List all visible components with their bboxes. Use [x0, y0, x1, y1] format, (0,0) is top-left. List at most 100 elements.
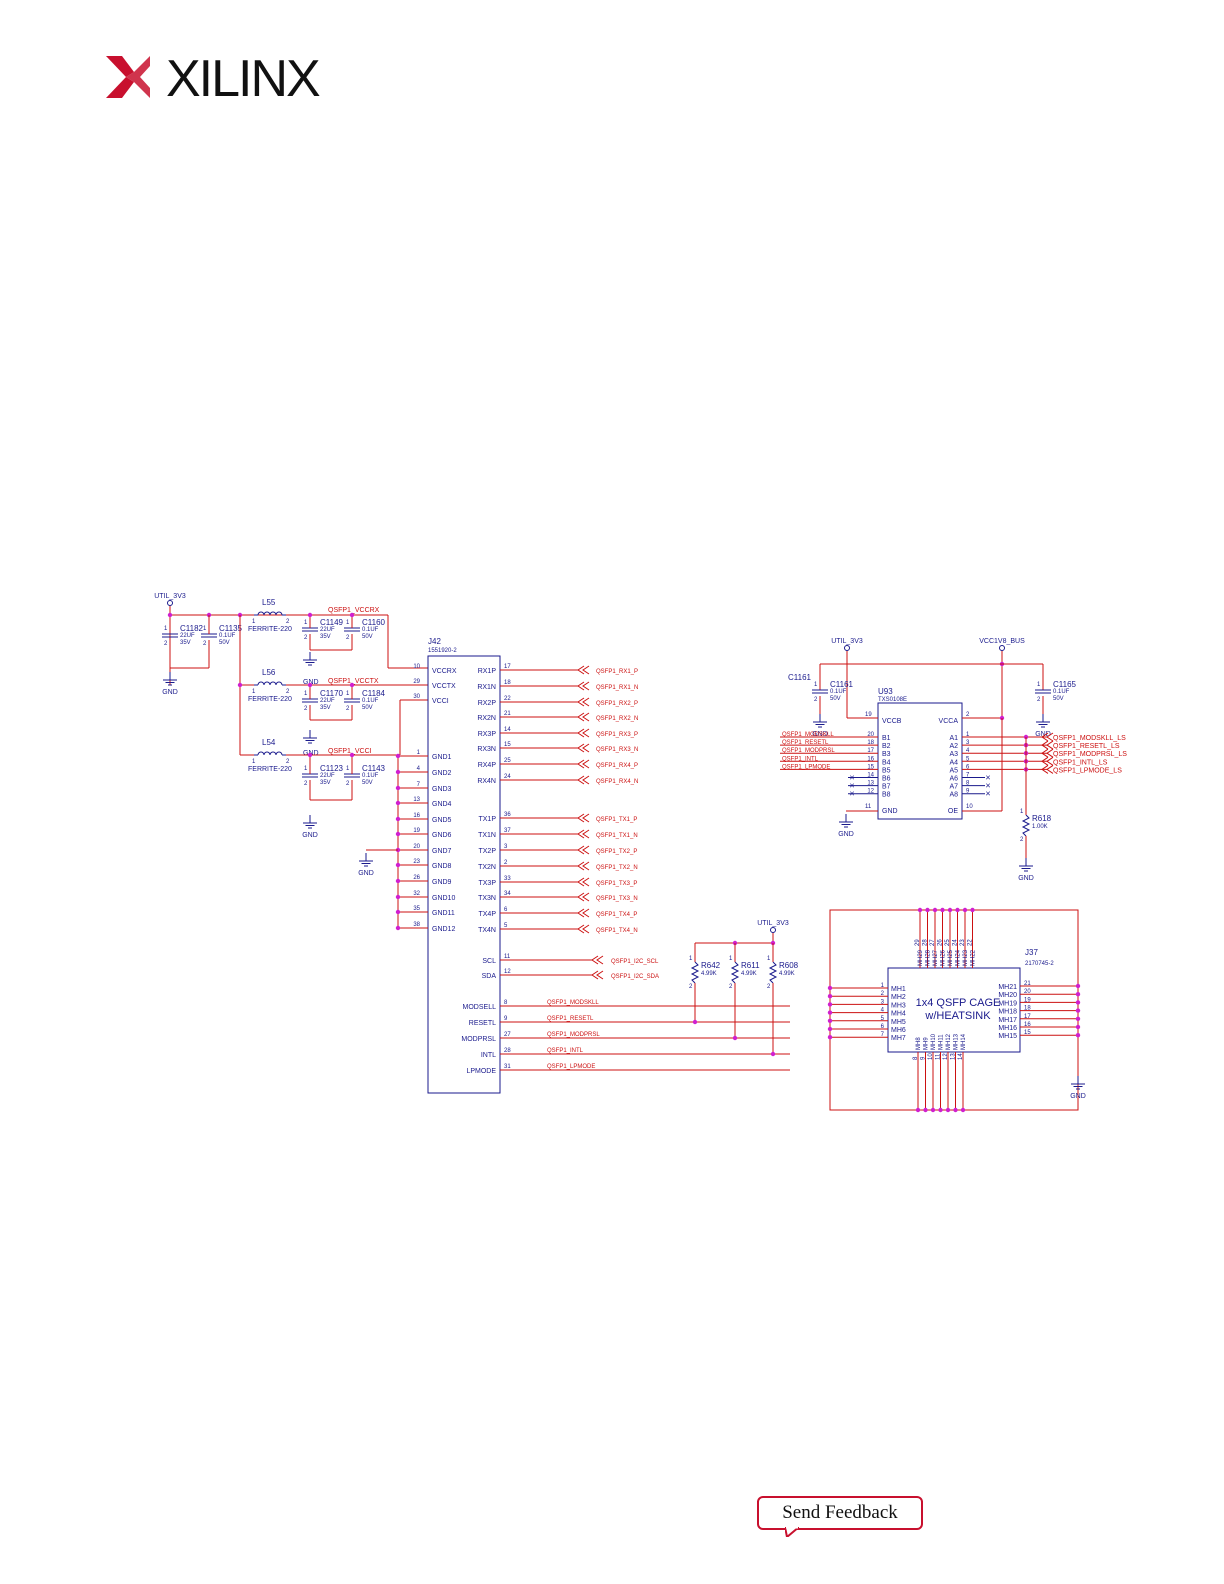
offpage-connector: [577, 892, 590, 902]
junction-dot: [1075, 1008, 1081, 1013]
c1161-pin2: 2: [814, 697, 818, 703]
net-rx3p: QSFP1_RX3_P: [596, 732, 638, 738]
junction-dot: [932, 907, 938, 913]
net-scl: QSFP1_I2C_SCL: [611, 959, 659, 965]
junction-dot: [1075, 1000, 1081, 1005]
c1160-ref: C1160: [362, 618, 386, 627]
c1160-pin2: 2: [346, 635, 350, 641]
c1170-pin1: 1: [304, 691, 308, 697]
send-feedback-button[interactable]: Send Feedback: [757, 1496, 923, 1530]
j42-pin-num: 37: [504, 828, 511, 834]
c1161-pin1: 1: [814, 682, 818, 688]
no-connect: ×: [849, 781, 854, 791]
c1135-volt: 50V: [219, 640, 230, 646]
u93-pin-name: A4: [949, 759, 958, 766]
j37-pin-name: MH13: [954, 1033, 960, 1050]
c1143-volt: 50V: [362, 780, 373, 786]
c1165-pin1: 1: [1037, 682, 1041, 688]
c1182-volt: 35V: [180, 640, 191, 646]
junction-dot: [349, 752, 355, 758]
j42-pin-num: 9: [504, 1016, 508, 1022]
j42-pin-name: TX2P: [478, 848, 496, 855]
offpage-connector: [1041, 764, 1054, 774]
l55-pin2: 2: [286, 619, 290, 625]
r611-value: 4.99K: [741, 971, 757, 977]
u93-pin-name: B5: [882, 767, 891, 774]
net-b: QSFP1_MODSKLL: [782, 732, 834, 738]
j42-pin-num: 7: [417, 782, 421, 788]
offpage-connector: [577, 743, 590, 753]
j42-pin-name: INTL: [481, 1052, 496, 1059]
net-rx4p: QSFP1_RX4_P: [596, 763, 638, 769]
gnd-label: GND: [162, 689, 178, 696]
c1135-value: 0.1UF: [219, 633, 236, 639]
net-a: QSFP1_MODSKLL_LS: [1053, 735, 1126, 742]
net-rx4n: QSFP1_RX4_N: [596, 779, 638, 785]
l55-value: FERRITE-220: [248, 626, 292, 633]
c1170-value: 22UF: [320, 698, 335, 704]
junction-dot: [827, 1026, 833, 1032]
offpage-connector: [577, 759, 590, 769]
c1143-pin2: 2: [346, 781, 350, 787]
u93-pin-name: A6: [949, 776, 958, 783]
j37-pin-num: 25: [945, 939, 951, 946]
c1149-pin2: 2: [304, 635, 308, 641]
c1143-pin1: 1: [346, 766, 350, 772]
net-modprsl: QSFP1_MODPRSL: [547, 1032, 600, 1038]
j37-pin-name: MH27: [933, 949, 939, 966]
u93-pin-num: 20: [867, 732, 874, 738]
j42-pin-name: TX4N: [478, 927, 496, 934]
j42-pin-num: 28: [504, 1048, 511, 1054]
net-a: QSFP1_LPMODE_LS: [1053, 767, 1122, 774]
c1123-pin1: 1: [304, 766, 308, 772]
junction-dot: [395, 785, 401, 791]
net-a: QSFP1_MODPRSL_LS: [1053, 751, 1127, 758]
c1184-pin2: 2: [346, 706, 350, 712]
j42-pin-num: 32: [413, 891, 420, 897]
j37-pin-num: 8: [913, 1056, 919, 1060]
power-port: [770, 927, 776, 933]
j42-pin-name: TX1N: [478, 832, 496, 839]
r608-pin2: 2: [767, 984, 771, 990]
offpage-connector: [591, 970, 604, 980]
no-connect: ×: [985, 773, 990, 783]
c1135-pin1: 1: [203, 626, 207, 632]
feedback-bubble-tail: [785, 1527, 799, 1537]
u93-pin: 2: [966, 712, 970, 718]
c1160-pin1: 1: [346, 620, 350, 626]
l56-coil: [275, 681, 283, 686]
u93-pin-num: 6: [966, 764, 970, 770]
junction-dot: [827, 1018, 833, 1023]
no-connect: ×: [849, 773, 854, 783]
j37-pin-name: MH26: [941, 949, 947, 966]
r642-ref: R642: [701, 961, 721, 970]
r611-body: [730, 961, 740, 984]
j37-pin-name: MH15: [998, 1033, 1017, 1040]
junction-dot: [955, 907, 960, 913]
net-tx4p: QSFP1_TX4_P: [596, 912, 637, 918]
j42-pin-num: 26: [413, 875, 420, 881]
u93-pin-name: A2: [949, 743, 958, 750]
c1135-pin2: 2: [203, 641, 207, 647]
u93-pin: 19: [865, 712, 872, 718]
r642-value: 4.99K: [701, 971, 717, 977]
j42-pin-name: GND5: [432, 817, 452, 824]
c1184-volt: 50V: [362, 705, 373, 711]
junction-dot: [395, 831, 401, 837]
junction-dot: [827, 1010, 833, 1015]
j42-pin-name: VCCRX: [432, 668, 457, 675]
j37-pin-name: MH1: [891, 986, 906, 993]
u93-ref: U93: [878, 687, 893, 696]
u93-pin: 10: [966, 804, 973, 810]
u93-pin-num: 7: [966, 773, 970, 779]
j42-pin-num: 18: [504, 680, 511, 686]
u93-pin-num: 13: [867, 781, 874, 787]
u93-pin-name: A5: [949, 767, 958, 774]
j37-pin-num: 21: [1024, 981, 1031, 987]
c1184-ref: C1184: [362, 689, 386, 698]
c1123-ref: C1123: [320, 764, 344, 773]
net-sda: QSFP1_I2C_SDA: [611, 974, 659, 980]
u93-pin-name: B6: [882, 776, 891, 783]
junction-dot: [962, 907, 968, 913]
j37-pin-name: MH28: [926, 949, 932, 966]
